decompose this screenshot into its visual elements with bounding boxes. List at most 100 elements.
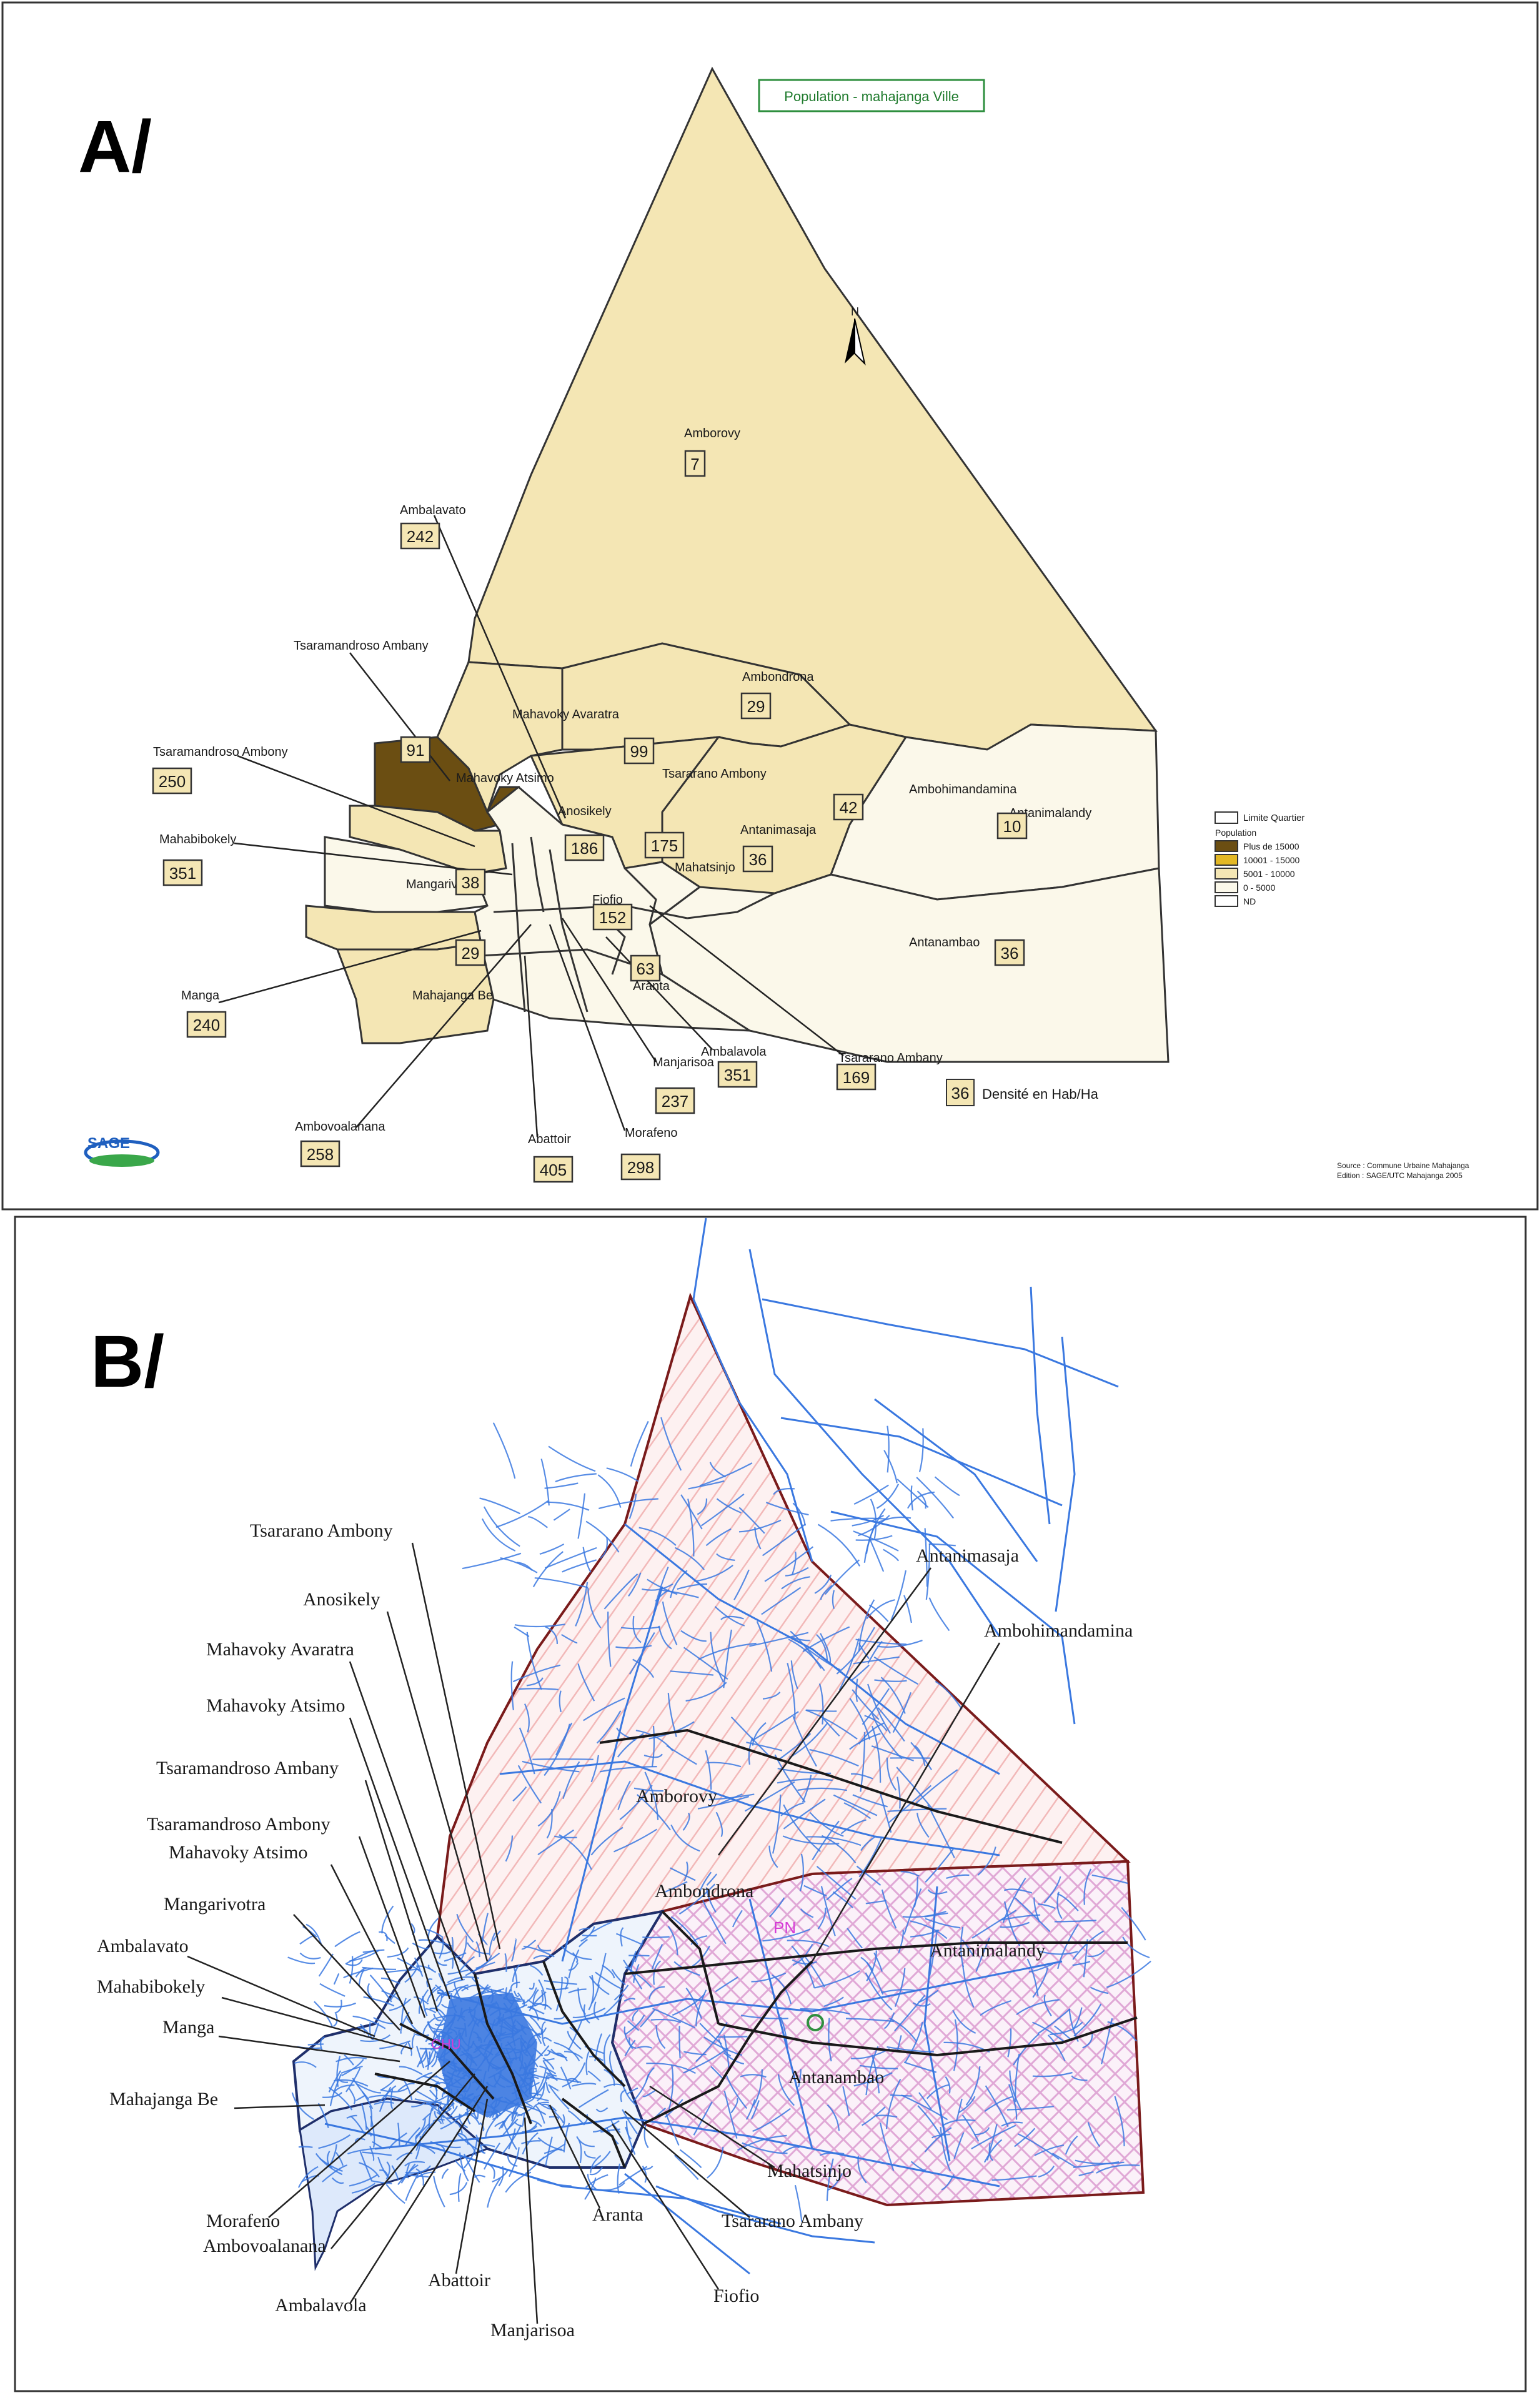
- street-segment: [855, 1535, 893, 1541]
- street-segment: [440, 1992, 451, 1999]
- street-segment: [604, 1573, 638, 1610]
- street-segment: [705, 1887, 717, 1913]
- street-segment: [856, 1865, 882, 1886]
- street-segment: [619, 1785, 653, 1820]
- street-segment: [370, 2180, 392, 2184]
- leader-line: [549, 924, 626, 1131]
- street-segment: [460, 2009, 472, 2018]
- street-segment: [800, 1908, 814, 1918]
- road-segment: [655, 2185, 875, 2244]
- street-segment: [345, 2068, 361, 2093]
- street-segment: [507, 2041, 517, 2061]
- street-segment: [620, 1927, 624, 1947]
- street-segment: [544, 1979, 577, 1985]
- street-segment: [544, 1547, 597, 1569]
- street-segment: [946, 1874, 970, 1879]
- street-segment: [585, 1520, 620, 1553]
- street-segment: [496, 2016, 503, 2026]
- street-segment: [520, 2034, 528, 2044]
- street-segment: [537, 2137, 564, 2152]
- street-segment: [464, 2096, 470, 2100]
- street-segment: [859, 2064, 898, 2069]
- street-segment: [471, 2014, 485, 2023]
- district-name-label: Amborovy: [684, 427, 740, 440]
- district-name-label: Tsaramandroso Ambony: [153, 745, 288, 759]
- district-name-label: Mangarivotra: [164, 1894, 266, 1915]
- street-segment: [853, 1484, 889, 1505]
- street-segment: [705, 1528, 732, 1547]
- road-segment: [374, 2116, 1000, 2188]
- street-segment: [469, 1997, 496, 2006]
- street-segment: [714, 1606, 745, 1627]
- street-segment: [596, 1710, 622, 1744]
- leader-line: [605, 936, 713, 1050]
- street-segment: [532, 1989, 539, 2004]
- street-segment: [809, 1811, 844, 1837]
- road-segment: [1055, 1336, 1076, 1612]
- street-segment: [629, 1632, 655, 1675]
- street-segment: [648, 1986, 665, 2000]
- density-value: 7: [690, 455, 699, 473]
- leader-line: [218, 2035, 400, 2063]
- street-segment: [554, 2015, 565, 2020]
- street-segment: [511, 2024, 516, 2036]
- street-segment: [467, 1942, 490, 1955]
- street-segment: [1000, 1921, 1030, 1928]
- street-segment: [443, 2097, 452, 2111]
- street-segment: [662, 1601, 678, 1645]
- street-segment: [519, 1727, 535, 1775]
- street-segment: [357, 2026, 370, 2037]
- street-segment: [873, 1952, 883, 1972]
- street-segment: [853, 1530, 899, 1552]
- street-segment: [814, 1574, 832, 1594]
- street-segment: [903, 1888, 922, 1935]
- street-segment: [797, 1787, 847, 1791]
- street-segment: [492, 1422, 516, 1479]
- street-segment: [369, 2105, 372, 2128]
- density-value: 351: [169, 864, 196, 883]
- street-segment: [529, 1965, 544, 1976]
- street-segment: [896, 1766, 934, 1810]
- street-segment: [1075, 2159, 1125, 2164]
- density-box: [564, 834, 605, 861]
- street-segment: [430, 2141, 461, 2149]
- street-segment: [627, 2087, 638, 2095]
- street-segment: [862, 1688, 890, 1725]
- street-segment: [475, 1941, 480, 1958]
- street-segment: [522, 2026, 542, 2039]
- street-segment: [761, 1587, 802, 1615]
- street-segment: [434, 2030, 455, 2041]
- street-segment: [505, 1987, 512, 2005]
- street-segment: [865, 1900, 887, 1905]
- street-segment: [538, 1979, 547, 2010]
- legend: Limite Quartier Population Plus de 15000…: [1215, 811, 1304, 907]
- street-segment: [883, 2012, 895, 2029]
- legend-swatch: [1215, 840, 1238, 852]
- density-box: [717, 1061, 758, 1088]
- street-segment: [1114, 2096, 1125, 2147]
- street-segment: [505, 1835, 514, 1862]
- street-segment: [526, 1677, 544, 1687]
- street-segment: [1106, 1960, 1151, 1988]
- street-segment: [475, 2079, 483, 2091]
- street-segment: [587, 2070, 601, 2082]
- street-segment: [434, 2111, 445, 2121]
- street-segment: [918, 2092, 932, 2110]
- street-segment: [588, 1974, 595, 2011]
- street-segment: [940, 2126, 951, 2172]
- street-segment: [725, 2073, 748, 2109]
- street-segment: [590, 2154, 602, 2173]
- street-segment: [852, 1689, 880, 1720]
- street-segment: [754, 1527, 762, 1550]
- street-segment: [350, 2115, 366, 2136]
- street-segment: [858, 1642, 870, 1660]
- street-segment: [517, 1992, 525, 2003]
- street-segment: [556, 2053, 568, 2062]
- street-segment: [501, 2124, 522, 2155]
- street-segment: [1043, 1994, 1052, 2017]
- street-segment: [590, 1921, 612, 1934]
- street-segment: [579, 1928, 590, 1931]
- street-segment: [544, 2058, 555, 2062]
- leader-line: [349, 652, 450, 781]
- street-segment: [814, 1970, 860, 1989]
